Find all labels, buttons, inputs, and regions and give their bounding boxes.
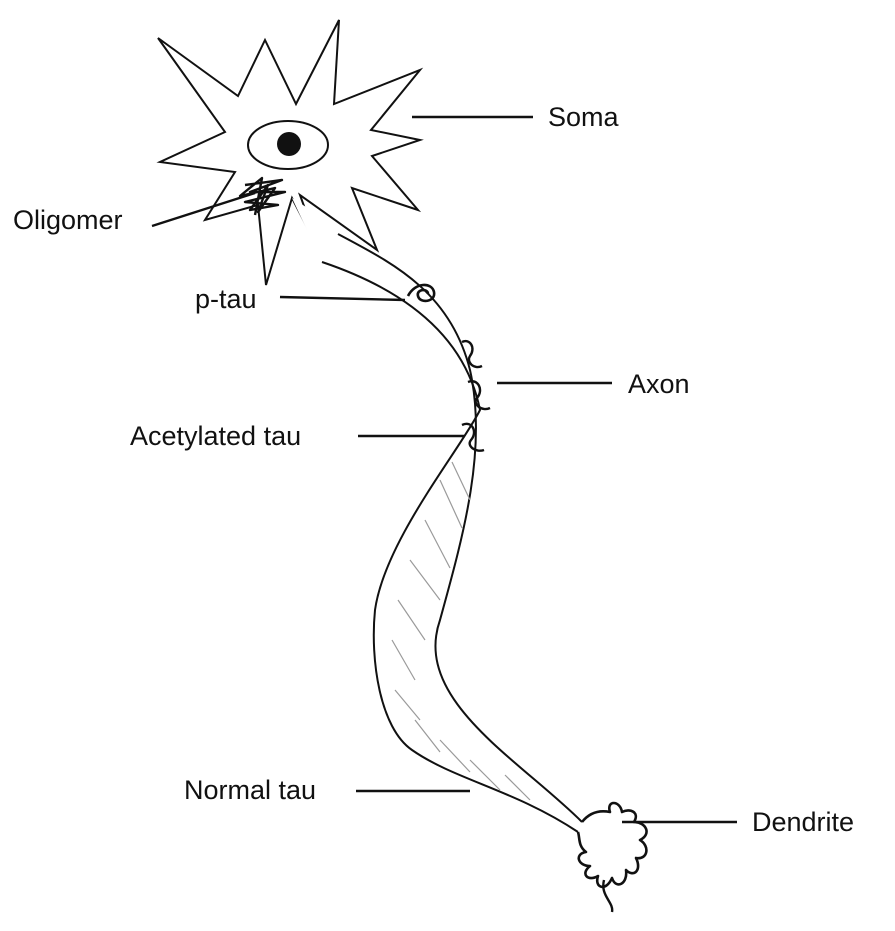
acetylated-tau-label: Acetylated tau	[130, 423, 301, 450]
dendrite	[578, 803, 647, 887]
p-tau-label: p-tau	[195, 286, 257, 313]
soma-label: Soma	[548, 104, 619, 131]
axon-label: Axon	[628, 371, 690, 398]
normal-tau-label: Normal tau	[184, 777, 316, 804]
p-tau-leader	[280, 297, 405, 300]
oligomer-label: Oligomer	[13, 207, 123, 234]
nucleolus	[277, 132, 301, 156]
dendrite-label: Dendrite	[752, 809, 854, 836]
